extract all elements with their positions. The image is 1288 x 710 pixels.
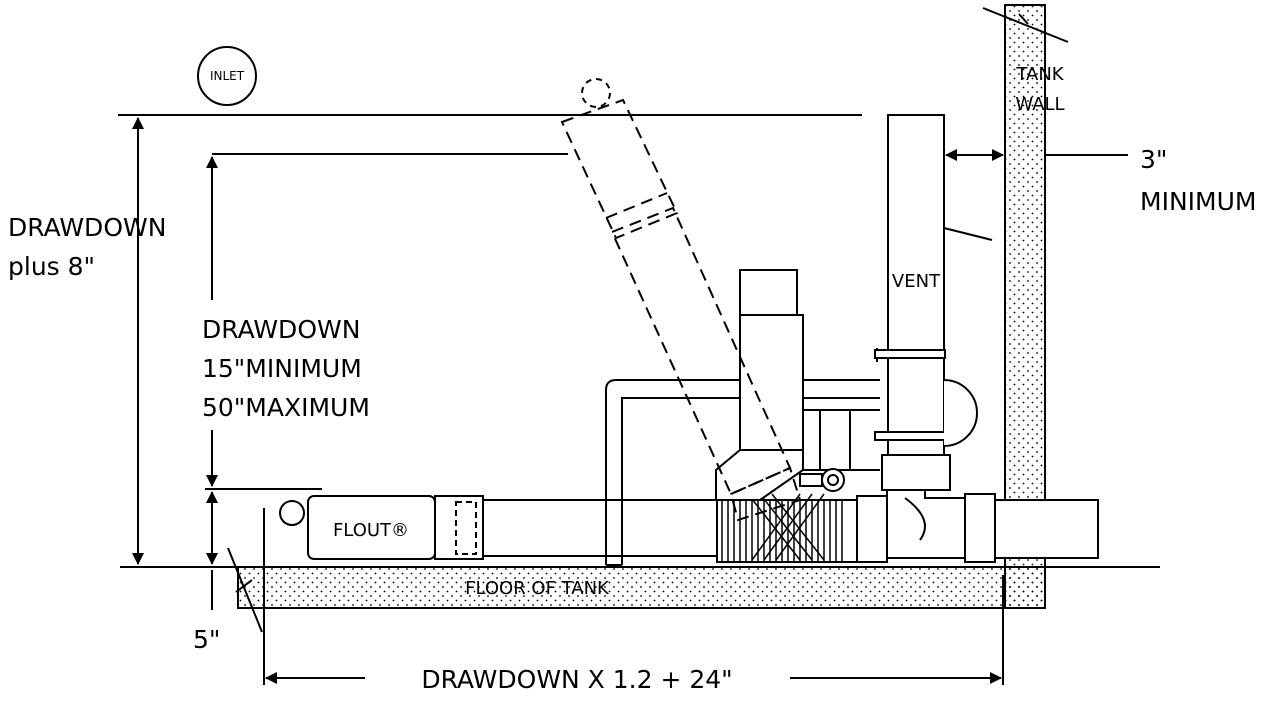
drawdown-label-2: 15"MINIMUM [202,354,362,383]
alternate-position-pipe [560,78,802,522]
level-lines [118,114,862,490]
drawdown-label-1: DRAWDOWN [202,315,360,344]
length-formula-label: DRAWDOWN X 1.2 + 24" [421,665,732,694]
tank-floor [120,566,1160,609]
flex-hose-corrugations [721,493,843,562]
inlet-marker: INLET [197,46,257,106]
vent-label: VENT [892,271,941,292]
vent-pipe [874,114,993,491]
five-inch-label: 5" [193,625,220,654]
minimum-label: MINIMUM [1140,187,1256,216]
dimension-five-inch [206,491,263,633]
flout-float: FLOUT® [279,495,436,560]
floor-label: FLOOR OF TANK [465,578,610,599]
drawdown-plus-label-2: plus 8" [8,252,95,281]
discharge-pipe [434,489,1099,563]
inlet-label: INLET [210,69,245,83]
pump-assembly [715,269,880,501]
three-inch-label: 3" [1140,145,1167,174]
flout-label: FLOUT® [333,520,409,541]
tank-wall-label-2: WALL [1015,94,1064,115]
drawdown-plus-label-1: DRAWDOWN [8,213,166,242]
tank-wall-label-1: TANK [1015,64,1064,85]
dimension-length [263,508,1004,685]
drawdown-label-3: 50"MAXIMUM [202,393,370,422]
